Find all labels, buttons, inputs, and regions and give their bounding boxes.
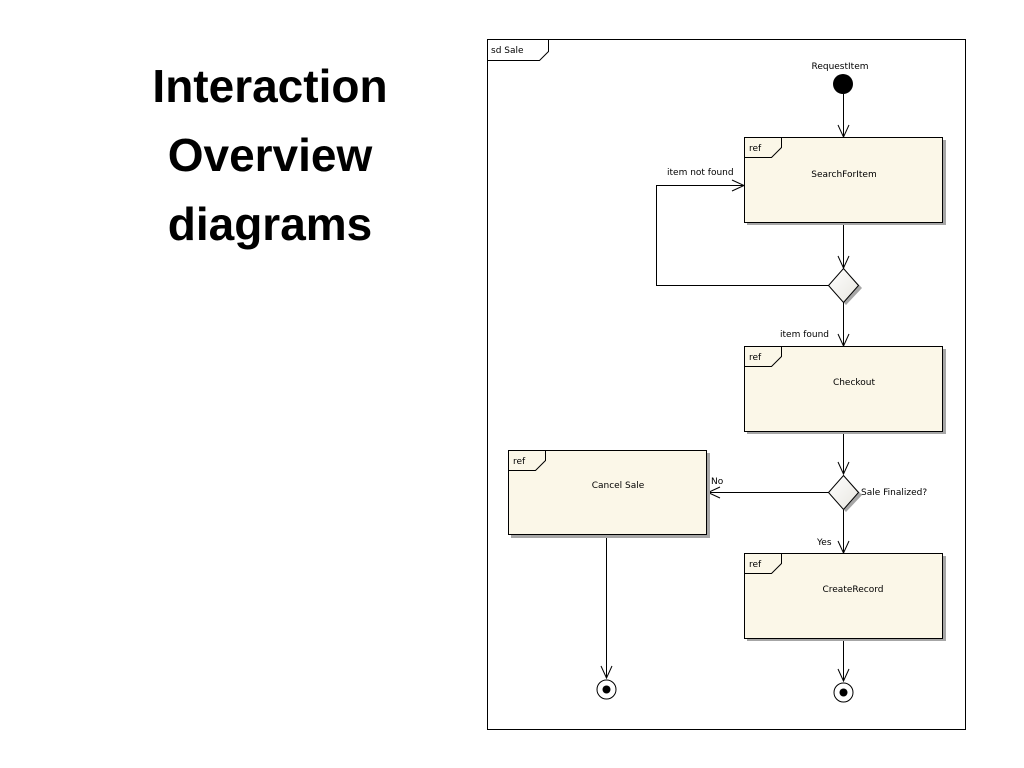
slide-title: Interaction Overview diagrams (152, 60, 388, 250)
ref-cancel-sale: ref Cancel Sale (508, 450, 710, 538)
arrowhead (837, 461, 850, 476)
guard-yes: Yes (816, 538, 832, 548)
final-node-create (833, 682, 854, 703)
guard-no: No (711, 477, 724, 487)
ref-tag: ref (513, 457, 526, 467)
ref-create-record: ref CreateRecord (744, 553, 946, 641)
ref-label-search: SearchForItem (811, 170, 876, 180)
frame-label: sd Sale (491, 46, 524, 56)
ref-label-checkout: Checkout (833, 378, 876, 388)
final-node-cancel (596, 679, 617, 700)
ref-search-for-item: ref SearchForItem (744, 137, 946, 225)
ref-checkout: ref Checkout (744, 346, 946, 434)
guard-item-not-found: item not found (667, 168, 734, 178)
decision-sale-finalized (827, 474, 862, 512)
ref-tag: ref (749, 353, 762, 363)
guard-sale-finalized: Sale Finalized? (861, 488, 927, 498)
arrowhead (600, 665, 613, 680)
ref-label-cancel: Cancel Sale (592, 481, 645, 491)
control-flows (600, 94, 850, 683)
guard-item-found: item found (780, 330, 829, 340)
ref-label-create: CreateRecord (822, 585, 883, 595)
initial-node-label: RequestItem (811, 62, 868, 72)
ref-tag: ref (749, 560, 762, 570)
ref-tag: ref (749, 144, 762, 154)
decision-item-found (827, 267, 862, 305)
flow-not-found-loop (656, 185, 830, 286)
arrowhead (837, 668, 850, 683)
initial-node: RequestItem (811, 62, 869, 94)
